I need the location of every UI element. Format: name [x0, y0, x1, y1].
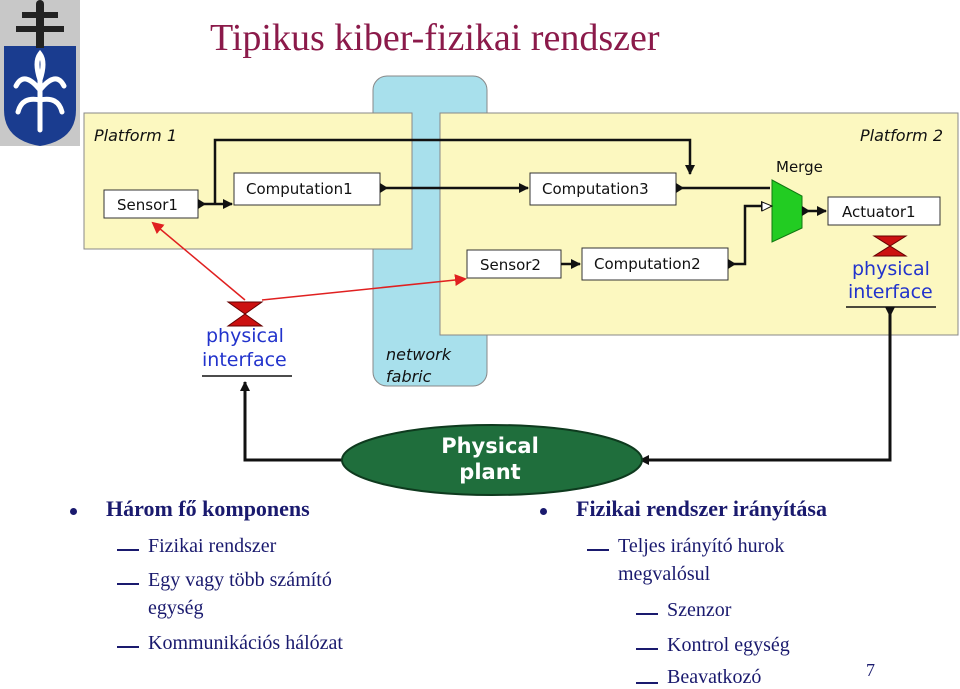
physical-interface-left-label: interface [202, 349, 287, 371]
actuator1-box [827, 196, 941, 226]
physical-interface-left-icon [226, 301, 264, 327]
sensor2-label: Sensor2 [480, 256, 541, 274]
left-heading: Három fő komponens [106, 496, 310, 521]
network-fabric-label: network [386, 345, 452, 364]
coat-of-arms-logo [0, 0, 80, 146]
dash [636, 648, 658, 650]
page-number: 7 [866, 660, 875, 680]
platform1-label: Platform 1 [94, 126, 177, 145]
dash [117, 646, 139, 648]
platform2-region [439, 112, 959, 336]
physical-plant-label: plant [459, 460, 520, 484]
left-item: Kommunikációs hálózat [148, 632, 343, 654]
merge-label: Merge [776, 158, 823, 176]
left-item: Egy vagy több számító [148, 569, 332, 591]
dash [117, 583, 139, 585]
computation1-box [233, 172, 381, 206]
platform2-label: Platform 2 [860, 126, 943, 145]
right-subitem: Kontrol egység [667, 634, 790, 656]
physical-interface-right-label: physical [852, 258, 930, 280]
computation1-label: Computation1 [246, 180, 353, 198]
sensor1-label: Sensor1 [117, 196, 178, 214]
merge-block [771, 179, 803, 243]
right-heading: Fizikai rendszer irányítása [576, 496, 827, 521]
physical-plant [341, 424, 643, 496]
sensor1-box [103, 189, 199, 219]
physical-interface-right-icon [872, 235, 908, 257]
left-item: egység [148, 597, 204, 619]
right-item: Teljes irányító hurok [618, 535, 785, 557]
right-subitem: Beavatkozó [667, 666, 762, 688]
physical-plant-label: Physical [441, 434, 539, 458]
network-fabric-label: fabric [386, 367, 432, 386]
dash [636, 613, 658, 615]
left-item: Fizikai rendszer [148, 535, 277, 557]
computation3-label: Computation3 [542, 180, 649, 198]
computation3-box [529, 172, 677, 206]
sensor2-box [466, 249, 562, 279]
bullet-dot [540, 508, 547, 515]
actuator1-label: Actuator1 [842, 203, 916, 221]
bullet-dot [70, 508, 77, 515]
physical-interface-right-label: interface [848, 281, 933, 303]
right-item: megvalósul [618, 563, 711, 585]
page-title: Tipikus kiber-fizikai rendszer [210, 17, 660, 59]
physical-interface-left-label: physical [206, 325, 284, 347]
right-subitem: Szenzor [667, 599, 732, 621]
cps-diagram: network fabric Platform 1 Platform 2 Sen… [83, 75, 959, 496]
computation2-label: Computation2 [594, 255, 701, 273]
dash [587, 549, 609, 551]
dash [636, 682, 658, 684]
dash [117, 549, 139, 551]
